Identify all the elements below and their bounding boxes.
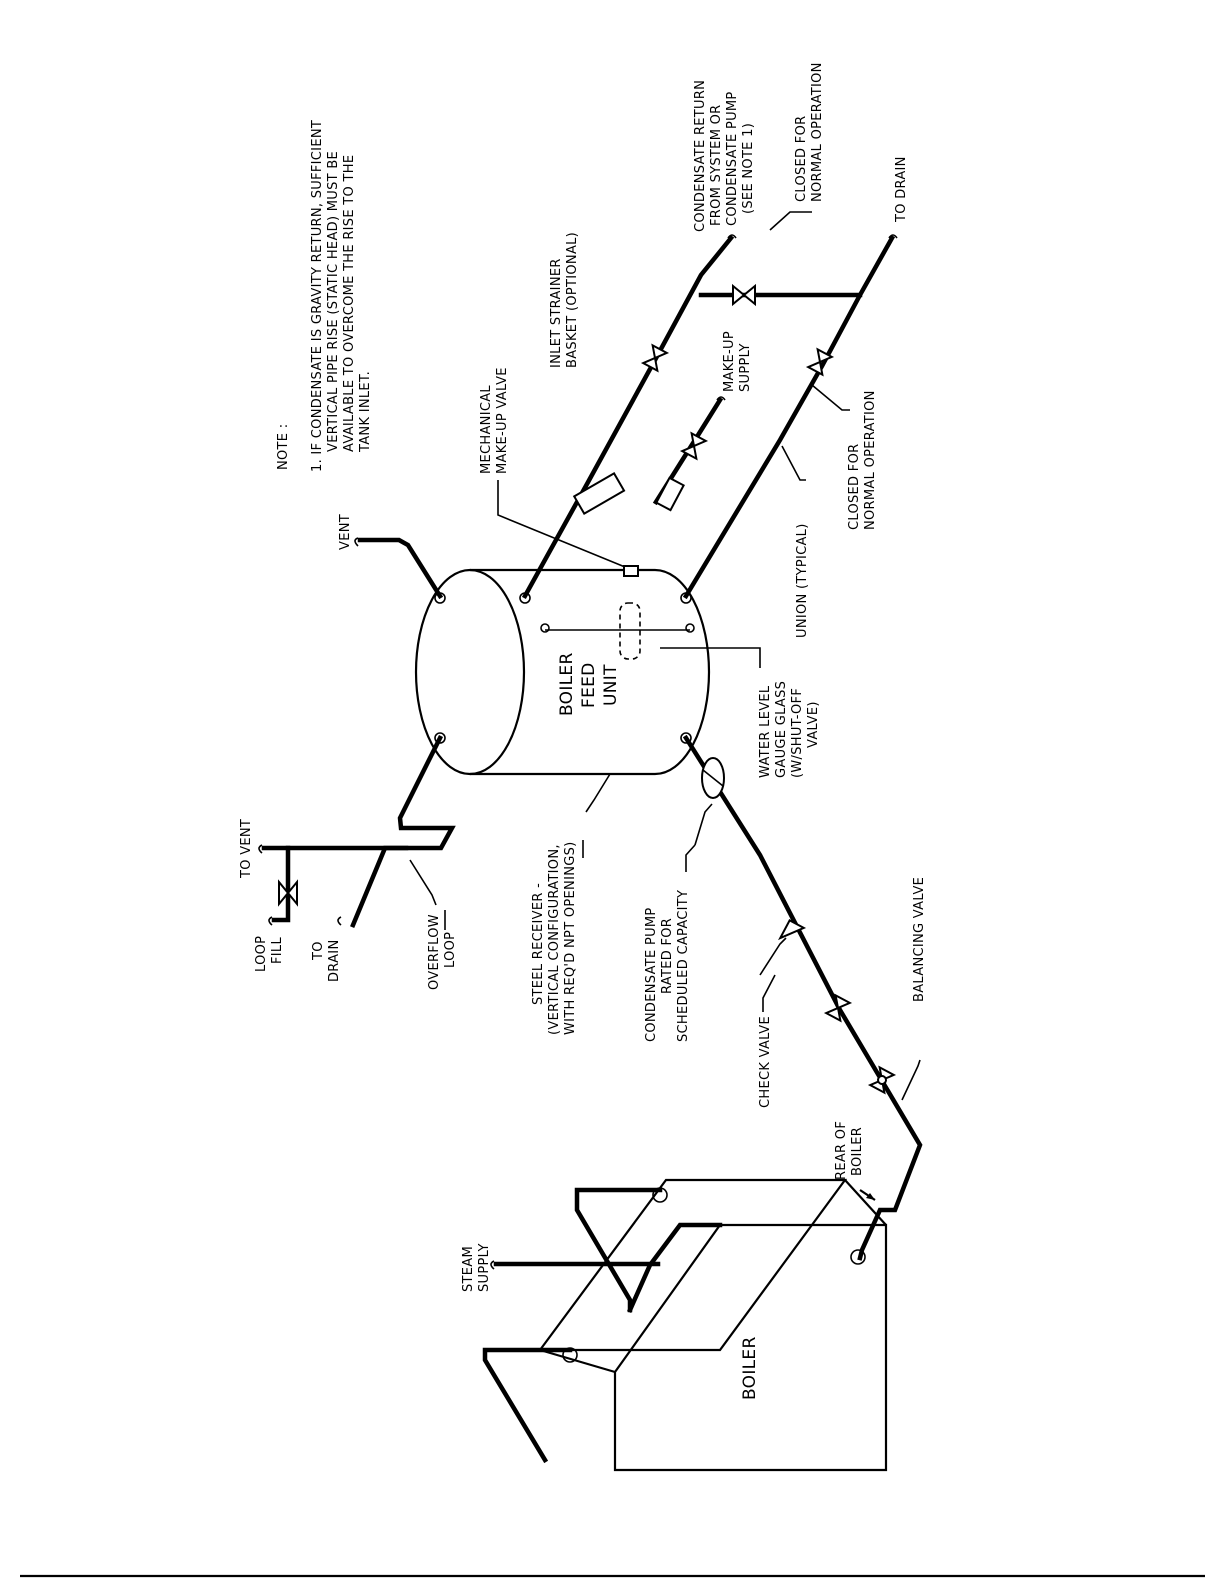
note-heading: NOTE : [276,424,291,470]
note-text: 1. IF CONDENSATE IS GRAVITY RETURN, SUFF… [310,120,373,472]
svg-text:MAKE-UP: MAKE-UP [722,331,737,392]
gauge-glass-cock [540,623,550,633]
tank-end [414,568,526,776]
condensate-return-piping [521,211,898,600]
svg-text:CLOSED FOR: CLOSED FOR [794,116,809,202]
svg-text:WITH REQ'D NPT OPENINGS): WITH REQ'D NPT OPENINGS) [563,841,578,1035]
globe-valve [732,283,756,307]
strainer-basket-icon [572,471,626,516]
label-closed-bottom: CLOSED FOR NORMAL OPERATION [847,390,878,530]
svg-text:FROM SYSTEM OR: FROM SYSTEM OR [709,104,724,226]
svg-text:CHECK VALVE: CHECK VALVE [758,1016,773,1108]
svg-text:BASKET (OPTIONAL): BASKET (OPTIONAL) [565,232,580,368]
condensate-pump-icon [701,757,725,799]
svg-text:CLOSED FOR: CLOSED FOR [847,444,862,530]
svg-text:(SEE NOTE 1): (SEE NOTE 1) [741,123,756,214]
label-make-up-supply: MAKE-UP SUPPLY [722,331,753,392]
label-to-drain-right: TO DRAIN [894,156,909,223]
svg-text:CONDENSATE PUMP: CONDENSATE PUMP [725,91,740,226]
label-union: UNION (TYPICAL) [795,523,810,638]
label-loop-fill: LOOP FILL [254,936,285,972]
svg-text:LOOP: LOOP [254,936,269,972]
label-rear-of-boiler: REAR OF BOILER [834,1121,865,1180]
svg-text:VENT: VENT [338,514,353,550]
tank-label-3: UNIT [601,664,621,706]
svg-text:OVERFLOW: OVERFLOW [427,914,442,990]
svg-text:STEAM: STEAM [461,1246,476,1292]
check-valve-icon [778,919,807,941]
gauge-glass-cock [685,623,695,633]
svg-text:SCHEDULED CAPACITY: SCHEDULED CAPACITY [676,890,691,1042]
pump-discharge-piping [682,734,923,1261]
label-mechanical-valve: MECHANICAL MAKE-UP VALVE [479,367,510,474]
label-inlet-strainer: INLET STRAINER BASKET (OPTIONAL) [549,232,580,368]
label-water-level: WATER LEVEL GAUGE GLASS (W/SHUT-OFF VALV… [758,681,821,778]
balancing-valve-icon [867,1065,897,1095]
label-condensate-return: CONDENSATE RETURN FROM SYSTEM OR CONDENS… [693,80,756,232]
note-line-1: 1. IF CONDENSATE IS GRAVITY RETURN, SUFF… [310,120,325,472]
svg-text:NORMAL OPERATION: NORMAL OPERATION [810,62,825,202]
label-vent: VENT [338,514,353,550]
tank-label-2: FEED [579,662,599,708]
svg-text:GAUGE GLASS: GAUGE GLASS [774,681,789,778]
svg-text:BOILER: BOILER [850,1127,865,1176]
note-line-3: AVAILABLE TO OVERCOME THE RISE TO THE [342,155,357,452]
svg-text:NORMAL OPERATION: NORMAL OPERATION [863,390,878,530]
make-up-valve-body [623,565,639,577]
svg-text:TO VENT: TO VENT [239,819,254,879]
svg-text:SUPPLY: SUPPLY [477,1243,492,1292]
label-steel-receiver: STEEL RECEIVER - (VERTICAL CONFIGURATION… [531,841,578,1035]
svg-text:VALVE): VALVE) [806,701,821,748]
vent-overflow-piping [258,537,611,928]
boiler-label: BOILER [740,1336,760,1400]
svg-text:FILL: FILL [270,937,285,964]
make-up-valve [679,431,709,461]
svg-text:MAKE-UP VALVE: MAKE-UP VALVE [495,367,510,474]
svg-text:REAR OF: REAR OF [834,1121,849,1180]
label-check-valve: CHECK VALVE [758,1016,773,1108]
svg-text:CONDENSATE RETURN: CONDENSATE RETURN [693,80,708,232]
svg-text:SUPPLY: SUPPLY [738,343,753,392]
tank-nozzle [680,732,692,744]
boiler-front [613,1223,888,1472]
gate-valve [640,343,670,373]
svg-text:INLET STRAINER: INLET STRAINER [549,258,564,368]
boiler: BOILER [482,1178,888,1472]
label-to-vent: TO VENT [239,819,254,879]
svg-text:STEEL RECEIVER -: STEEL RECEIVER - [531,883,546,1005]
label-closed-top: CLOSED FOR NORMAL OPERATION [794,62,825,202]
svg-text:(W/SHUT-OFF: (W/SHUT-OFF [790,688,805,778]
svg-text:TO DRAIN: TO DRAIN [894,156,909,223]
svg-text:MECHANICAL: MECHANICAL [479,385,494,474]
shutoff-valve-icon [823,993,853,1023]
svg-text:RATED FOR: RATED FOR [660,918,675,994]
label-steam-supply: STEAM SUPPLY [461,1243,492,1292]
loop-fill-valve [278,879,298,907]
tank-body [470,568,711,776]
svg-text:CONDENSATE PUMP: CONDENSATE PUMP [644,907,659,1042]
boiler-feed-tank: BOILER FEED UNIT [414,565,711,776]
label-balancing-valve: BALANCING VALVE [912,877,927,1002]
svg-text:BALANCING VALVE: BALANCING VALVE [912,877,927,1002]
svg-text:UNION (TYPICAL): UNION (TYPICAL) [795,523,810,638]
make-up-strainer-icon [655,476,685,512]
svg-text:DRAIN: DRAIN [327,940,342,982]
svg-text:WATER LEVEL: WATER LEVEL [758,685,773,778]
label-condensate-pump: CONDENSATE PUMP RATED FOR SCHEDULED CAPA… [644,890,691,1042]
svg-text:TO: TO [311,941,326,961]
note-line-2: VERTICAL PIPE RISE (STATIC HEAD) MUST BE [326,151,341,452]
note-line-4: TANK INLET. [358,371,373,453]
svg-text:(VERTICAL CONFIGURATION,: (VERTICAL CONFIGURATION, [547,844,562,1035]
gate-valve [805,347,835,377]
note-block: NOTE : [276,424,291,470]
label-overflow-loop: OVERFLOW LOOP [427,914,458,990]
float-chamber [619,602,641,660]
label-to-drain-left: TO DRAIN [311,940,342,982]
svg-text:LOOP: LOOP [443,932,458,968]
tank-label-1: BOILER [557,652,577,716]
